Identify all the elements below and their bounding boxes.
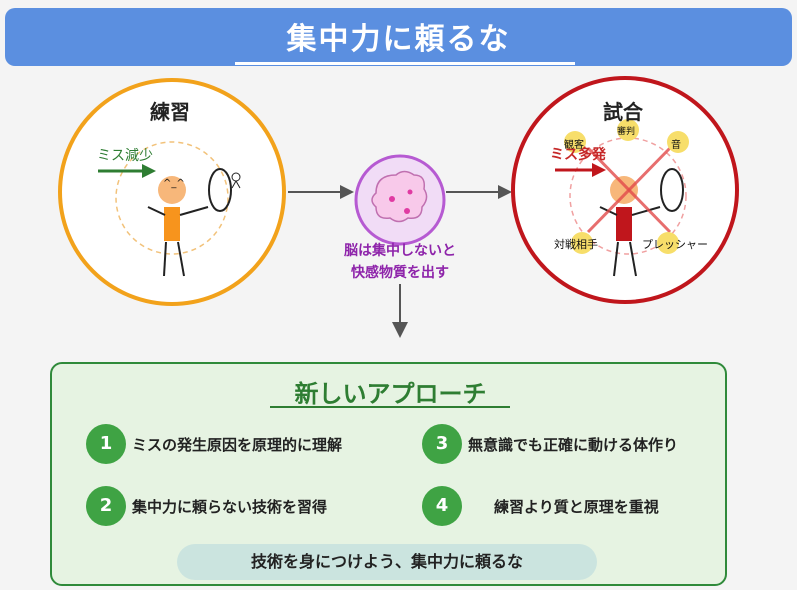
brain-icon: [371, 170, 428, 223]
shuttlecock-icon: [231, 172, 241, 189]
practice-focus-dash: [115, 141, 229, 255]
approach-item-text: ミスの発生原因を原理的に理解: [132, 436, 343, 454]
practice-title: 練習: [150, 100, 190, 124]
title-underline: [235, 62, 575, 65]
approach-footer: 技術を身につけよう、集中力に頼るな: [177, 544, 597, 580]
tag-audience: 観客: [564, 140, 584, 151]
number-badge: 3: [422, 424, 462, 464]
match-arrow-icon: [555, 163, 606, 177]
practice-face: ^_^: [163, 178, 185, 189]
approach-panel: 新しいアプローチ 1 ミスの発生原因を原理的に理解 2 集中力に頼らない技術を習…: [50, 362, 727, 586]
approach-item-text: 集中力に頼らない技術を習得: [132, 498, 328, 516]
tag-bubble-referee: [617, 119, 639, 141]
tag-bubble-pressure: [657, 232, 679, 254]
arrow-brain-to-match-icon: [446, 185, 512, 199]
tag-bubble-audience: [564, 131, 586, 153]
tag-referee: 審判: [617, 127, 636, 137]
approach-item-text: 無意識でも正確に動ける体作り: [468, 436, 679, 454]
match-player-figure: [599, 176, 661, 277]
approach-item-text: 練習より質と原理を重視: [494, 498, 659, 516]
tag-sound: 音: [671, 140, 681, 151]
number-badge: 4: [422, 486, 462, 526]
practice-arrow-icon: [98, 164, 156, 178]
approach-underline: [270, 406, 510, 408]
arrow-practice-to-brain-icon: [288, 185, 354, 199]
match-racket-icon: [660, 168, 684, 212]
number-badge: 1: [86, 424, 126, 464]
tag-opponent: 対戦相手: [554, 238, 598, 251]
match-title: 試合: [603, 100, 643, 124]
tag-bubble-sound: [667, 131, 689, 153]
practice-miss-label: ミス減少: [97, 148, 153, 164]
brain-caption: 脳は集中しないと 快感物質を出す: [325, 240, 475, 284]
arrow-down-icon: [392, 284, 408, 338]
practice-racket-icon: [208, 168, 232, 212]
page-title: 集中力に頼るな: [286, 22, 511, 57]
brain-caption-line-1: 脳は集中しないと: [344, 243, 456, 259]
brain-caption-line-2: 快感物質を出す: [351, 265, 449, 281]
number-badge: 2: [86, 486, 126, 526]
tag-bubble-opponent: [571, 232, 593, 254]
title-bar: 集中力に頼るな: [5, 8, 792, 66]
tag-pressure: プレッシャー: [642, 238, 708, 251]
practice-player-figure: [147, 176, 209, 277]
cross-mark-icon: [586, 146, 672, 234]
match-miss-label: ミス多発: [550, 147, 606, 163]
approach-title: 新しいアプローチ: [294, 380, 487, 408]
